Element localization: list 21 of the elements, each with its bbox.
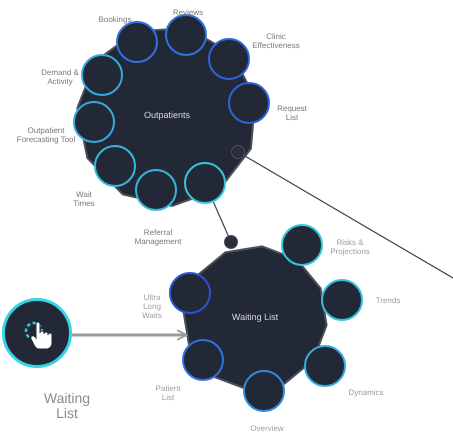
node-label: Request List <box>276 104 308 122</box>
node-label: Patient List <box>154 384 182 402</box>
connector-line <box>244 154 453 279</box>
node-label: Trends <box>374 296 402 306</box>
node-label: Dynamics <box>347 388 385 398</box>
arrow <box>72 329 188 341</box>
node-label: Bookings <box>98 15 132 24</box>
connector-dot <box>224 235 238 249</box>
node-label: Overview <box>249 424 285 434</box>
node-label: Ultra Long Waits <box>141 293 163 321</box>
connector-line <box>212 202 229 236</box>
caption-text: Waiting List <box>42 391 92 420</box>
node-label: Reviews <box>172 8 204 18</box>
node-label: Outpatient Forecasting Tool <box>16 126 76 144</box>
node-label: Referral Management <box>134 228 182 246</box>
node-label: Wait Times <box>72 190 96 208</box>
node-label: Demand & Activity <box>41 68 79 86</box>
node-label: Clinic Effectiveness <box>251 32 301 50</box>
node-label: Risks & Projections <box>329 238 371 256</box>
hub-title: Waiting List <box>230 312 280 322</box>
hub-title: Outpatients <box>142 110 192 120</box>
